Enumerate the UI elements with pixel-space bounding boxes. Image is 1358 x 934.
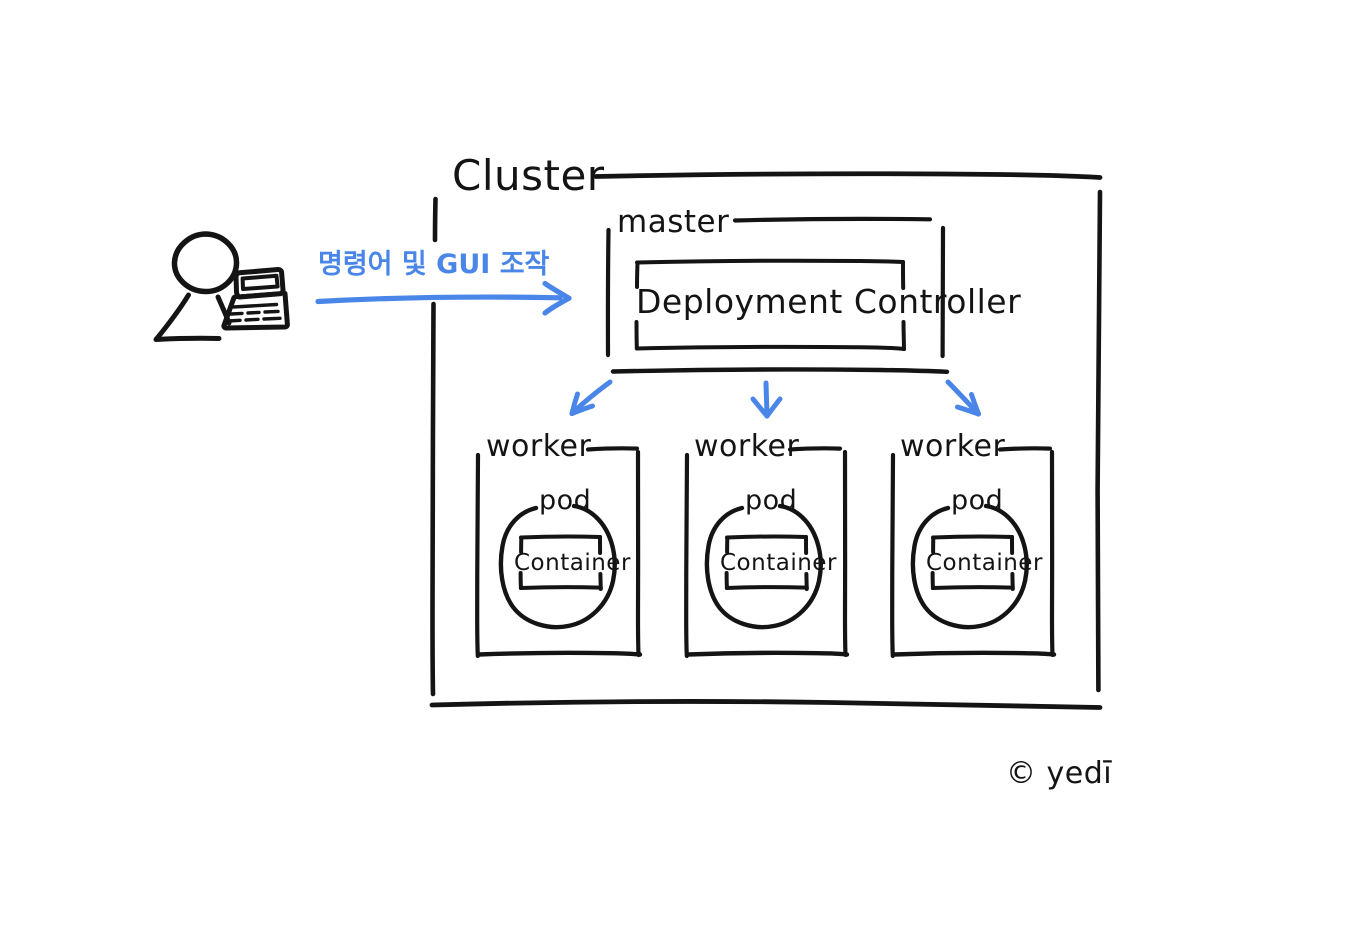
worker-node-3-pod-label: pod [951,485,1003,516]
master-to-worker-2-arrow [750,380,783,419]
worker-node-2: worker pod Container [684,429,850,659]
user-action-arrow [315,280,572,316]
laptop-icon [221,266,290,331]
worker-node-3-label: worker [900,429,1005,464]
deployment-controller-box [634,258,906,351]
user-action-arrow-label: 명령어 및 GUI 조작 [318,249,550,280]
worker-node-2-pod-oval [704,503,823,630]
worker-node-1-label: worker [486,429,591,464]
worker-node-3-container-label: Container [926,550,1043,576]
master-to-worker-1-arrow [569,379,613,416]
master-label: master [617,204,729,240]
cluster-label: Cluster [452,151,605,200]
worker-node-1-container-label: Container [514,550,631,576]
worker-node-1-container-box [518,534,603,591]
master-node-box [605,216,950,374]
cluster-boundary [429,171,1103,710]
worker-node-1: worker pod Container [475,429,643,659]
worker-node-2-label: worker [694,429,799,464]
author-signature: © yedī [1006,756,1112,791]
worker-node-1-pod-oval [498,503,617,630]
worker-node-2-box [684,446,850,659]
worker-node-1-box [475,446,643,659]
worker-node-1-pod-label: pod [539,485,591,516]
worker-node-3-container-box [930,534,1015,591]
worker-node-3-pod-oval [910,503,1029,630]
master-to-worker-3-arrow [945,379,981,417]
stick-figure-person-icon [153,231,240,342]
worker-node-2-container-label: Container [720,550,837,576]
worker-node-3: worker pod Container [890,429,1057,659]
deployment-controller-label: Deployment Controller [636,282,1021,321]
worker-node-2-pod-label: pod [745,485,797,516]
worker-node-2-container-box [724,534,809,591]
worker-node-3-box [890,446,1057,659]
